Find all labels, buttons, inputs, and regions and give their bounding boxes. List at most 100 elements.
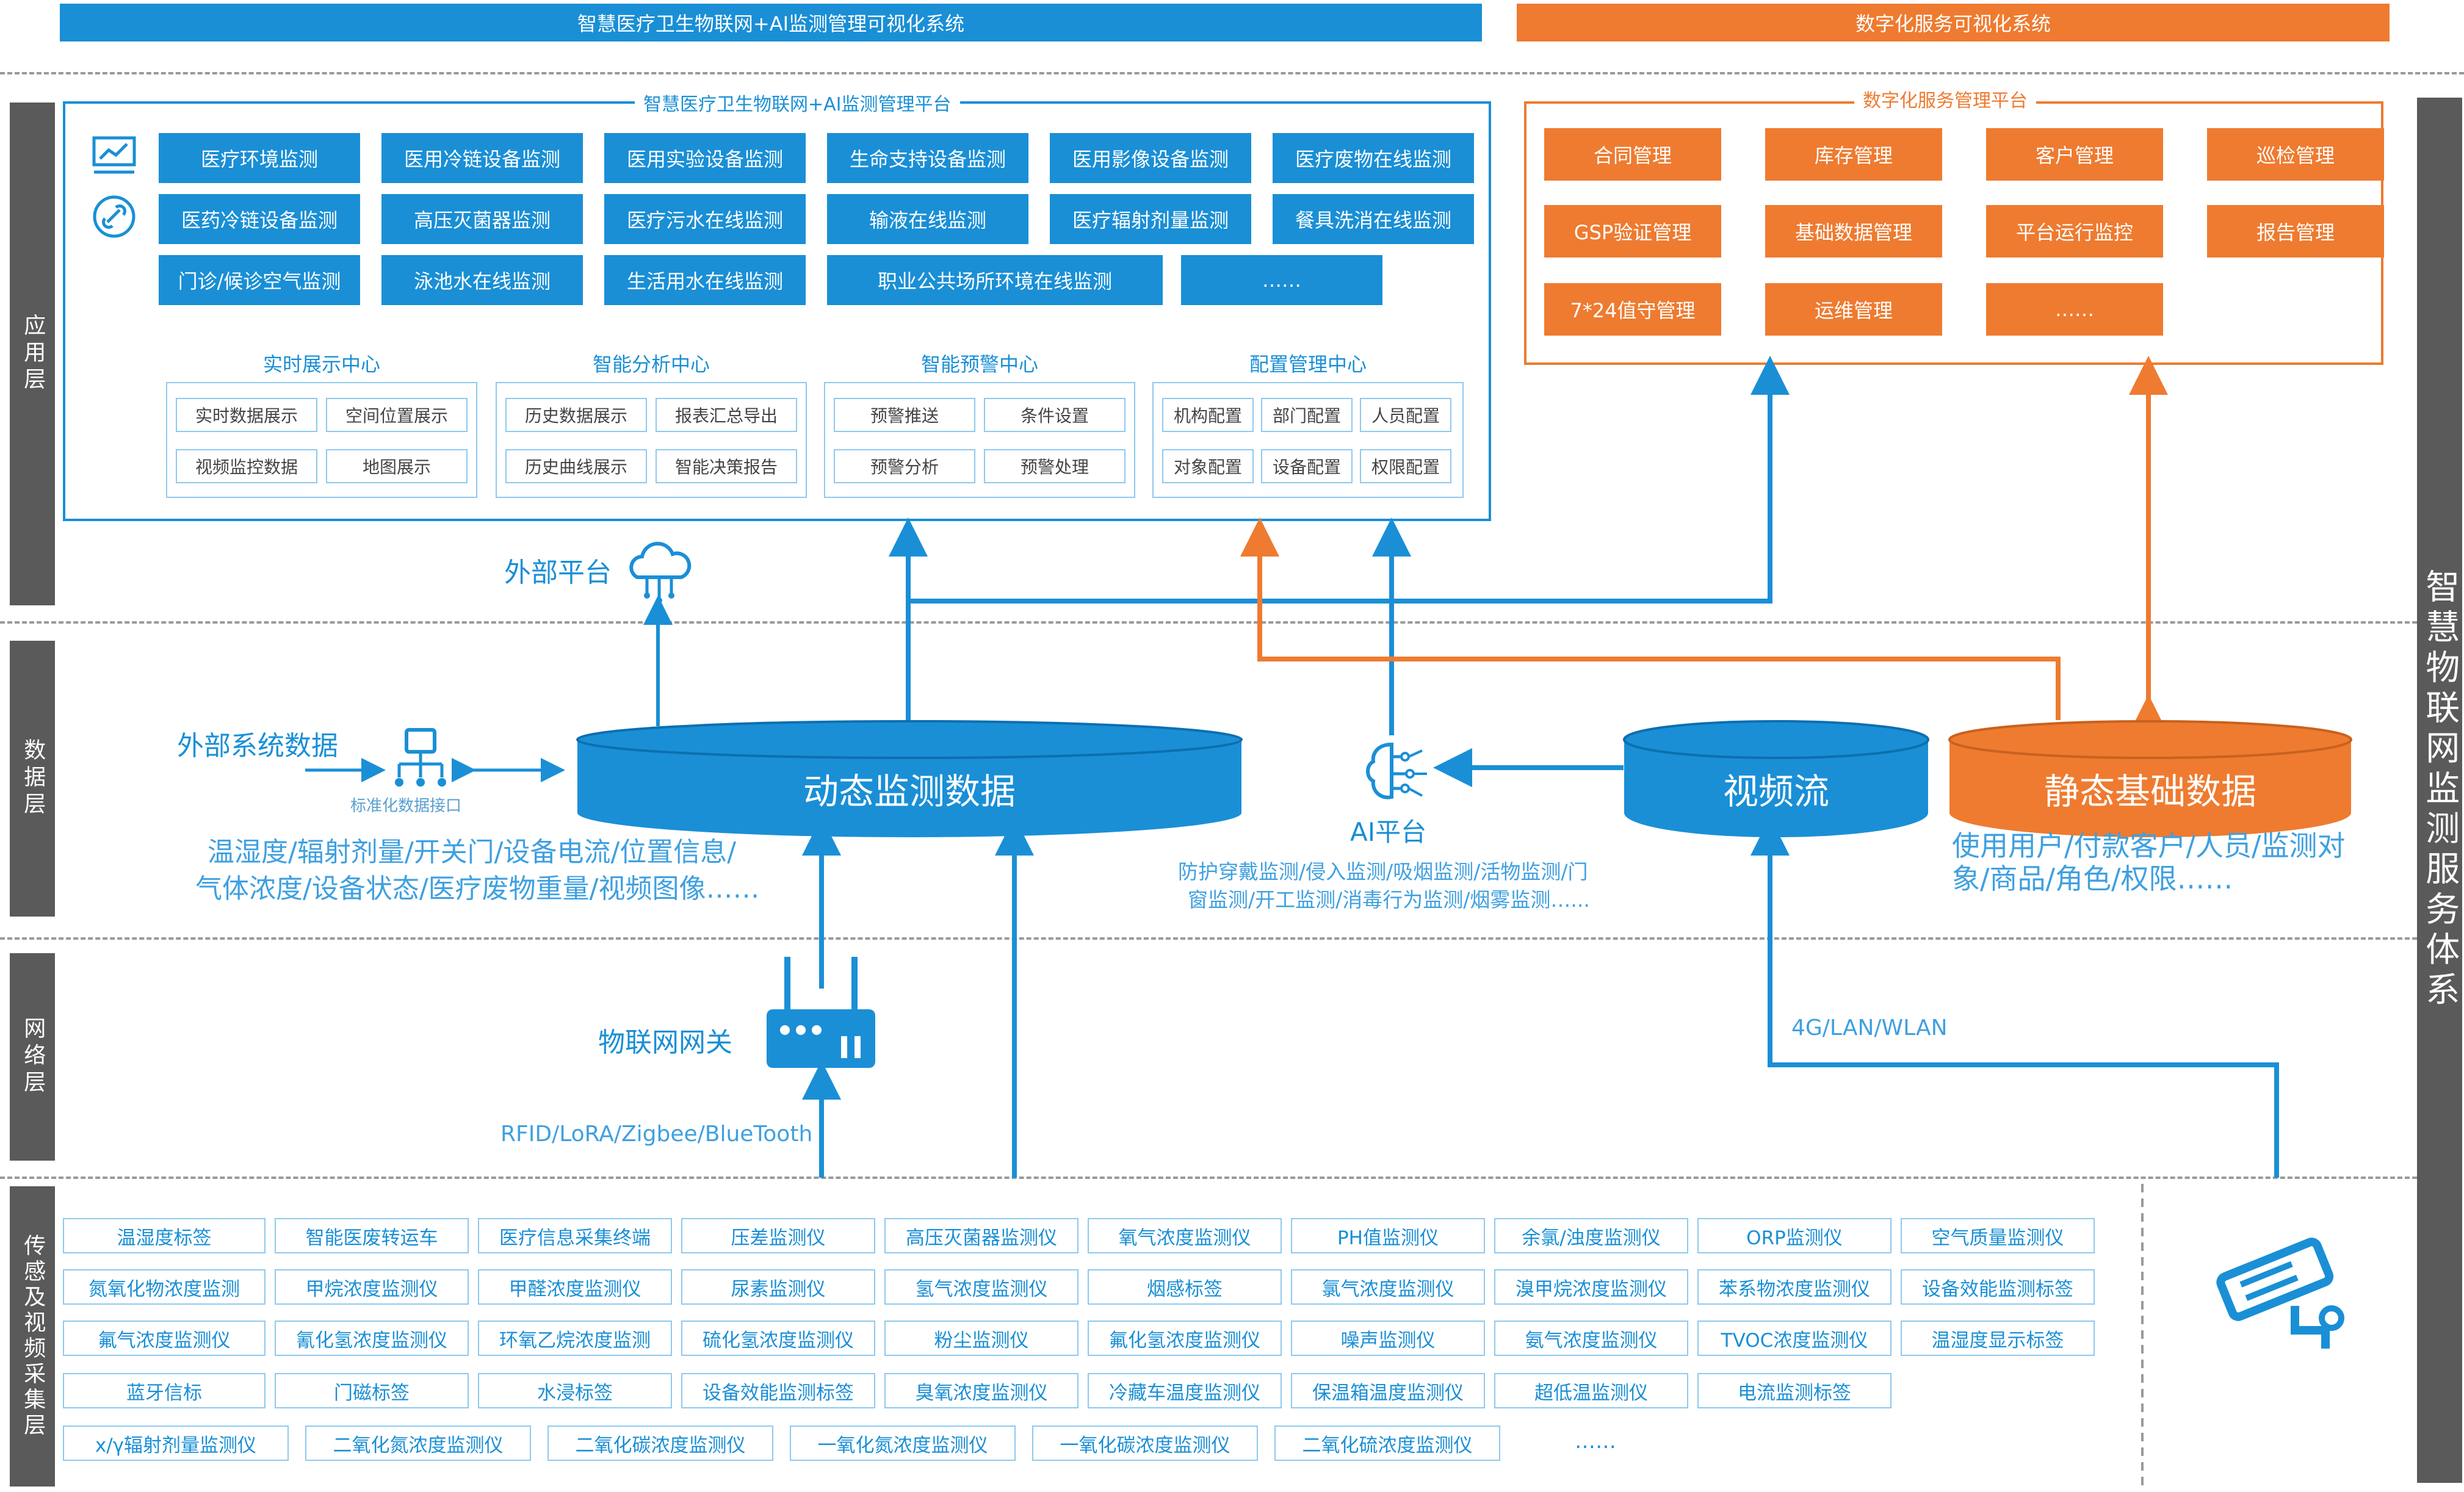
- sensor-item[interactable]: 尿素监测仪: [681, 1269, 875, 1305]
- sensor-item[interactable]: 门磁标签: [275, 1373, 469, 1408]
- service-button[interactable]: GSP验证管理: [1544, 205, 1721, 258]
- platform-title: 智慧医疗卫生物联网+AI监测管理平台: [635, 89, 960, 116]
- sensor-item[interactable]: 氮氧化物浓度监测: [63, 1269, 266, 1305]
- camera-icon: [2203, 1227, 2350, 1349]
- center-item[interactable]: 部门配置: [1261, 398, 1353, 432]
- sensor-item[interactable]: 烟感标签: [1088, 1269, 1282, 1305]
- sensor-item[interactable]: ORP监测仪: [1697, 1218, 1891, 1253]
- module-button[interactable]: 高压灭菌器监测: [381, 194, 583, 244]
- service-button[interactable]: 报告管理: [2207, 205, 2384, 258]
- center-item[interactable]: 视频监控数据: [176, 449, 317, 483]
- module-button[interactable]: 医疗废物在线监测: [1273, 133, 1474, 183]
- sensor-item[interactable]: 粉尘监测仪: [884, 1321, 1078, 1356]
- center-item[interactable]: 条件设置: [984, 398, 1125, 432]
- sensor-item[interactable]: 噪声监测仪: [1291, 1321, 1485, 1356]
- center-item[interactable]: 历史数据展示: [505, 398, 647, 432]
- sensor-item[interactable]: 保温箱温度监测仪: [1291, 1373, 1485, 1408]
- sensor-item[interactable]: 温湿度显示标签: [1901, 1321, 2095, 1356]
- sensor-item[interactable]: 冷藏车温度监测仪: [1088, 1373, 1282, 1408]
- module-button[interactable]: 医疗污水在线监测: [604, 194, 806, 244]
- module-button[interactable]: 餐具洗消在线监测: [1273, 194, 1474, 244]
- center-item[interactable]: 预警推送: [834, 398, 975, 432]
- module-button[interactable]: 医用影像设备监测: [1050, 133, 1251, 183]
- sensor-item[interactable]: x/γ辐射剂量监测仪: [63, 1425, 289, 1461]
- divider: [0, 937, 2417, 940]
- center-item[interactable]: 对象配置: [1162, 449, 1254, 483]
- sensor-item[interactable]: 溴甲烷浓度监测仪: [1494, 1269, 1688, 1305]
- center-item[interactable]: 预警分析: [834, 449, 975, 483]
- sensor-item[interactable]: 氢气浓度监测仪: [884, 1269, 1078, 1305]
- sensor-item[interactable]: TVOC浓度监测仪: [1697, 1321, 1891, 1356]
- center-item[interactable]: 实时数据展示: [176, 398, 317, 432]
- module-button[interactable]: 生命支持设备监测: [827, 133, 1028, 183]
- cloud-icon: [623, 537, 696, 604]
- center-item[interactable]: 空间位置展示: [326, 398, 468, 432]
- module-button[interactable]: 职业公共场所环境在线监测: [827, 255, 1163, 305]
- sensor-item[interactable]: 二氧化硫浓度监测仪: [1274, 1425, 1500, 1461]
- ai-brain-icon: [1361, 738, 1434, 809]
- module-button[interactable]: 医药冷链设备监测: [159, 194, 360, 244]
- sensor-item[interactable]: 一氧化氮浓度监测仪: [790, 1425, 1016, 1461]
- service-button[interactable]: 库存管理: [1765, 128, 1942, 181]
- sensor-item[interactable]: PH值监测仪: [1291, 1218, 1485, 1253]
- module-button[interactable]: 医用冷链设备监测: [381, 133, 583, 183]
- sensor-more: ……: [1575, 1429, 1616, 1454]
- sensor-item[interactable]: 设备效能监测标签: [1901, 1269, 2095, 1305]
- module-button[interactable]: 门诊/候诊空气监测: [159, 255, 360, 305]
- center-item[interactable]: 历史曲线展示: [505, 449, 647, 483]
- sensor-item[interactable]: 医疗信息采集终端: [478, 1218, 672, 1253]
- center-item[interactable]: 智能决策报告: [656, 449, 797, 483]
- sensor-item[interactable]: 温湿度标签: [63, 1218, 266, 1253]
- module-button[interactable]: 医疗环境监测: [159, 133, 360, 183]
- sensor-item[interactable]: 设备效能监测标签: [681, 1373, 875, 1408]
- service-button-more[interactable]: ……: [1986, 283, 2163, 336]
- center-item[interactable]: 报表汇总导出: [656, 398, 797, 432]
- service-button[interactable]: 巡检管理: [2207, 128, 2384, 181]
- sensor-item[interactable]: 氟气浓度监测仪: [63, 1321, 266, 1356]
- sensor-item[interactable]: 臭氧浓度监测仪: [884, 1373, 1078, 1408]
- sensor-item[interactable]: 电流监测标签: [1697, 1373, 1891, 1408]
- sensor-item[interactable]: 二氧化碳浓度监测仪: [547, 1425, 773, 1461]
- sensor-item[interactable]: 硫化氢浓度监测仪: [681, 1321, 875, 1356]
- sensor-item[interactable]: 超低温监测仪: [1494, 1373, 1688, 1408]
- static-db-cylinder: [1946, 718, 2355, 840]
- sensor-item[interactable]: 氰化氢浓度监测仪: [275, 1321, 469, 1356]
- module-button[interactable]: 泳池水在线监测: [381, 255, 583, 305]
- module-button[interactable]: 医疗辐射剂量监测: [1050, 194, 1251, 244]
- sensor-item[interactable]: 氨气浓度监测仪: [1494, 1321, 1688, 1356]
- sensor-item[interactable]: 氧气浓度监测仪: [1088, 1218, 1282, 1253]
- sensor-item[interactable]: 余氯/浊度监测仪: [1494, 1218, 1688, 1253]
- center-item[interactable]: 机构配置: [1162, 398, 1254, 432]
- sensor-item[interactable]: 空气质量监测仪: [1901, 1218, 2095, 1253]
- center-item[interactable]: 地图展示: [326, 449, 468, 483]
- service-button[interactable]: 基础数据管理: [1765, 205, 1942, 258]
- center-item[interactable]: 预警处理: [984, 449, 1125, 483]
- chart-icon: [92, 135, 137, 176]
- service-button[interactable]: 合同管理: [1544, 128, 1721, 181]
- sensor-item[interactable]: 二氧化氮浓度监测仪: [305, 1425, 531, 1461]
- service-button[interactable]: 7*24值守管理: [1544, 283, 1721, 336]
- sensor-item[interactable]: 氟化氢浓度监测仪: [1088, 1321, 1282, 1356]
- sensor-item[interactable]: 甲醛浓度监测仪: [478, 1269, 672, 1305]
- center-item[interactable]: 权限配置: [1360, 449, 1451, 483]
- service-button[interactable]: 平台运行监控: [1986, 205, 2163, 258]
- sensor-item[interactable]: 一氧化碳浓度监测仪: [1032, 1425, 1258, 1461]
- service-button[interactable]: 运维管理: [1765, 283, 1942, 336]
- sensor-item[interactable]: 压差监测仪: [681, 1218, 875, 1253]
- center-item[interactable]: 设备配置: [1261, 449, 1353, 483]
- sensor-item[interactable]: 高压灭菌器监测仪: [884, 1218, 1078, 1253]
- sensor-item[interactable]: 蓝牙信标: [63, 1373, 266, 1408]
- sensor-item[interactable]: 氯气浓度监测仪: [1291, 1269, 1485, 1305]
- module-button-more[interactable]: ……: [1181, 255, 1382, 305]
- sensor-item[interactable]: 苯系物浓度监测仪: [1697, 1269, 1891, 1305]
- sensor-item[interactable]: 水浸标签: [478, 1373, 672, 1408]
- layer-label-app: 应用层: [10, 103, 55, 605]
- sensor-item[interactable]: 环氧乙烷浓度监测: [478, 1321, 672, 1356]
- center-item[interactable]: 人员配置: [1360, 398, 1451, 432]
- sensor-item[interactable]: 甲烷浓度监测仪: [275, 1269, 469, 1305]
- module-button[interactable]: 输液在线监测: [827, 194, 1028, 244]
- sensor-item[interactable]: 智能医废转运车: [275, 1218, 469, 1253]
- module-button[interactable]: 生活用水在线监测: [604, 255, 806, 305]
- module-button[interactable]: 医用实验设备监测: [604, 133, 806, 183]
- service-button[interactable]: 客户管理: [1986, 128, 2163, 181]
